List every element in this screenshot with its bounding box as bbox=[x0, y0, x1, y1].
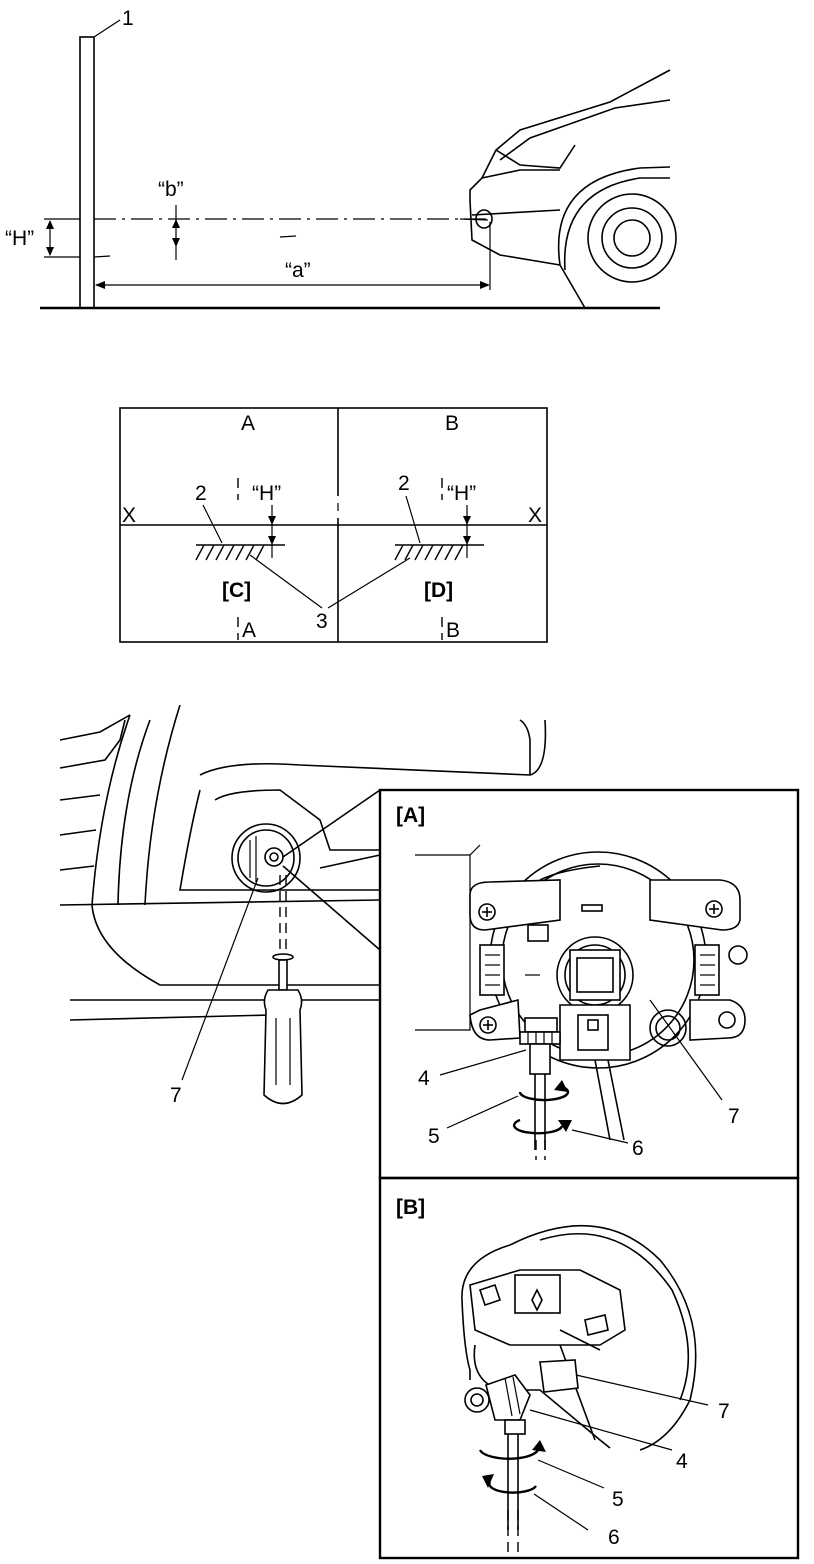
bumper-view: 7 bbox=[59, 704, 547, 1107]
screen-post bbox=[79, 36, 95, 309]
label-H-side: “H” bbox=[5, 227, 34, 250]
col-label-b: B bbox=[445, 412, 459, 435]
row-label-x-right: X bbox=[528, 504, 542, 527]
rotation-arrow-6 bbox=[512, 1118, 564, 1135]
callout-2-left: 2 bbox=[195, 482, 207, 505]
rotation-arrow-6-b bbox=[488, 1481, 538, 1494]
panel-A-callout-6: 6 bbox=[632, 1137, 644, 1160]
panel-B-callout-6: 6 bbox=[608, 1526, 620, 1549]
panel-B-callout-5: 5 bbox=[612, 1488, 624, 1511]
panel-A: [A] bbox=[378, 788, 800, 1180]
col-label-a: A bbox=[241, 412, 255, 435]
rotation-arrow-5 bbox=[518, 1084, 570, 1102]
row-label-x-left: X bbox=[122, 504, 136, 527]
callout-2-right: 2 bbox=[398, 472, 410, 495]
panel-A-callout-5: 5 bbox=[428, 1125, 440, 1148]
panel-B-callout-7: 7 bbox=[718, 1400, 730, 1423]
fog-lamp bbox=[231, 823, 301, 893]
label-a: “a” bbox=[285, 259, 311, 282]
callout-7-vehicle: 7 bbox=[170, 1084, 182, 1107]
panel-A-label: [A] bbox=[396, 804, 425, 827]
rotation-arrow-5-b bbox=[478, 1445, 540, 1460]
aiming-screen: A B X X 2 “H” bbox=[119, 407, 548, 643]
label-D: [D] bbox=[424, 579, 453, 602]
fog-light-adjustment: 7 [A] bbox=[59, 704, 800, 1560]
panel-B: [B] bbox=[378, 1176, 800, 1560]
callout-3: 3 bbox=[316, 610, 328, 633]
label-H-screen-left: “H” bbox=[252, 482, 281, 505]
car-front bbox=[469, 69, 677, 309]
label-C: [C] bbox=[222, 579, 251, 602]
panel-B-callout-4: 4 bbox=[676, 1450, 688, 1473]
side-view: 1 “H” “b” “a” bbox=[5, 7, 677, 310]
label-H-screen-right: “H” bbox=[447, 482, 476, 505]
bottom-label-a: A bbox=[242, 619, 256, 642]
panel-A-callout-4: 4 bbox=[418, 1067, 430, 1090]
screwdriver-icon bbox=[263, 875, 303, 1105]
bottom-label-b: B bbox=[446, 619, 460, 642]
panel-A-callout-7: 7 bbox=[728, 1105, 740, 1128]
panel-B-label: [B] bbox=[396, 1196, 425, 1219]
callout-1: 1 bbox=[122, 7, 134, 30]
label-b: “b” bbox=[158, 178, 184, 201]
